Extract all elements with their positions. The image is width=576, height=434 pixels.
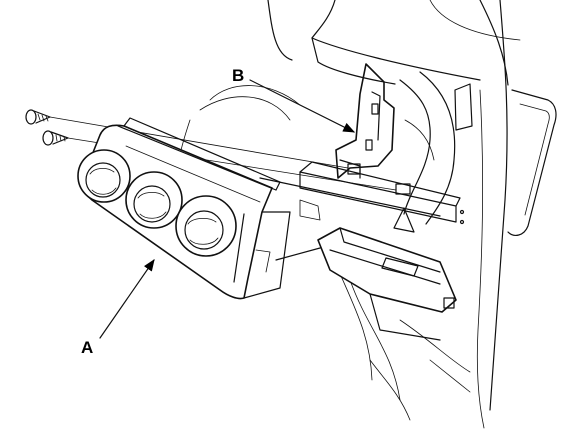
mounting-bracket-b — [335, 63, 395, 179]
callout-a: A — [81, 259, 155, 357]
callout-b-label: B — [232, 66, 244, 85]
temperature-knob — [77, 149, 131, 203]
dashboard-background — [176, 0, 557, 429]
fan-speed-knob — [125, 171, 183, 229]
callout-b: B — [232, 66, 356, 133]
screw-lower-icon — [42, 130, 69, 146]
rear-mounting-rails — [259, 161, 465, 233]
climate-control-panel-a — [77, 117, 347, 300]
callout-a-label: A — [81, 338, 93, 357]
screw-upper-icon — [25, 109, 51, 125]
mode-knob — [175, 195, 237, 257]
lower-console-bracket — [299, 199, 457, 341]
